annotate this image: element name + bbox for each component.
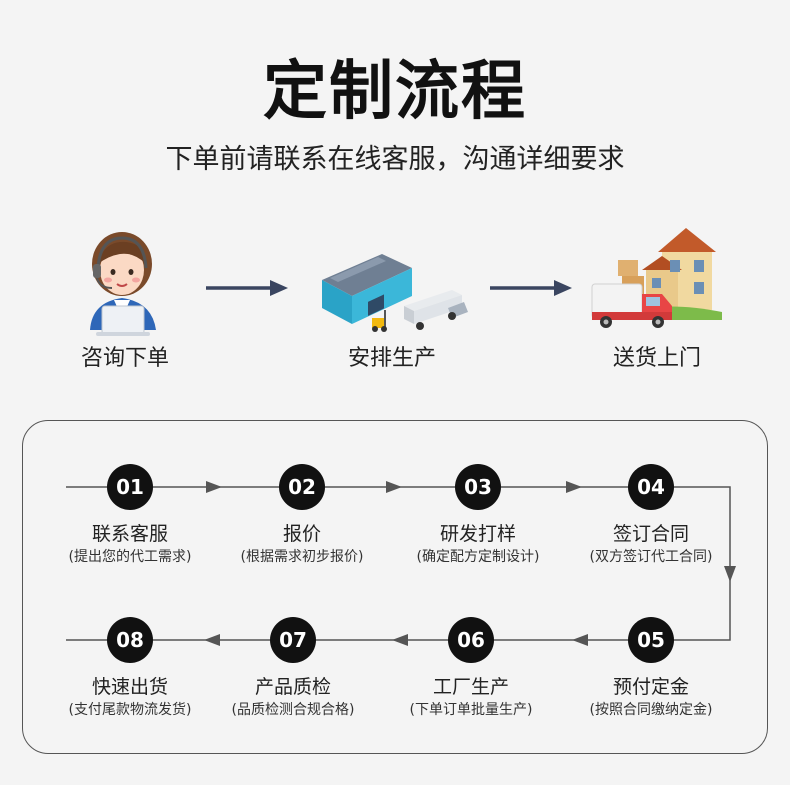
step-title: 预付定金 [612,676,689,698]
step-title: 研发打样 [439,523,516,545]
arrow-left-icon [204,634,220,646]
step-badge-07: 07 [270,617,316,663]
step-desc: (提出您的代工需求) [68,549,192,565]
delivery-icon [591,228,722,328]
arrow-left-icon [572,634,588,646]
arrow-right-icon [386,481,402,493]
step-desc: (按照合同缴纳定金) [589,702,713,718]
arrow-down-icon [724,566,736,582]
step-desc: (确定配方定制设计) [416,549,540,565]
step-title: 快速出货 [91,676,168,698]
step-desc: (根据需求初步报价) [240,549,364,565]
step-badge-04: 04 [628,464,674,510]
step-desc: (品质检测合规合格) [231,702,355,718]
step-title: 联系客服 [91,523,168,545]
top-step-label: 安排生产 [347,346,436,371]
top-step-delivery: 送货上门 [582,222,732,382]
arrow-right-icon [566,481,582,493]
customer-service-icon [90,232,156,336]
page-title: 定制流程 [263,55,527,129]
arrow-right-icon [490,280,572,296]
step-badge-03: 03 [455,464,501,510]
top-step-label: 送货上门 [612,346,701,371]
step-badge-08: 08 [107,617,153,663]
step-title: 报价 [282,523,321,545]
step-desc: (下单订单批量生产) [409,702,533,718]
top-step-label: 咨询下单 [80,346,169,371]
step-badge-05: 05 [628,617,674,663]
factory-icon [322,254,468,332]
step-desc: (支付尾款物流发货) [68,702,192,718]
step-badge-01: 01 [107,464,153,510]
step-title: 产品质检 [254,676,331,698]
top-step-consult: 咨询下单 [60,222,190,382]
step-title: 签订合同 [612,523,689,545]
arrow-right-icon [206,280,288,296]
top-step-production: 安排生产 [312,232,472,382]
step-desc: (双方签订代工合同) [589,549,713,565]
step-title: 工厂生产 [432,676,509,698]
arrow-right-icon [206,481,222,493]
page-subtitle: 下单前请联系在线客服，沟通详细要求 [165,144,625,175]
step-badge-02: 02 [279,464,325,510]
step-badge-06: 06 [448,617,494,663]
arrow-left-icon [392,634,408,646]
